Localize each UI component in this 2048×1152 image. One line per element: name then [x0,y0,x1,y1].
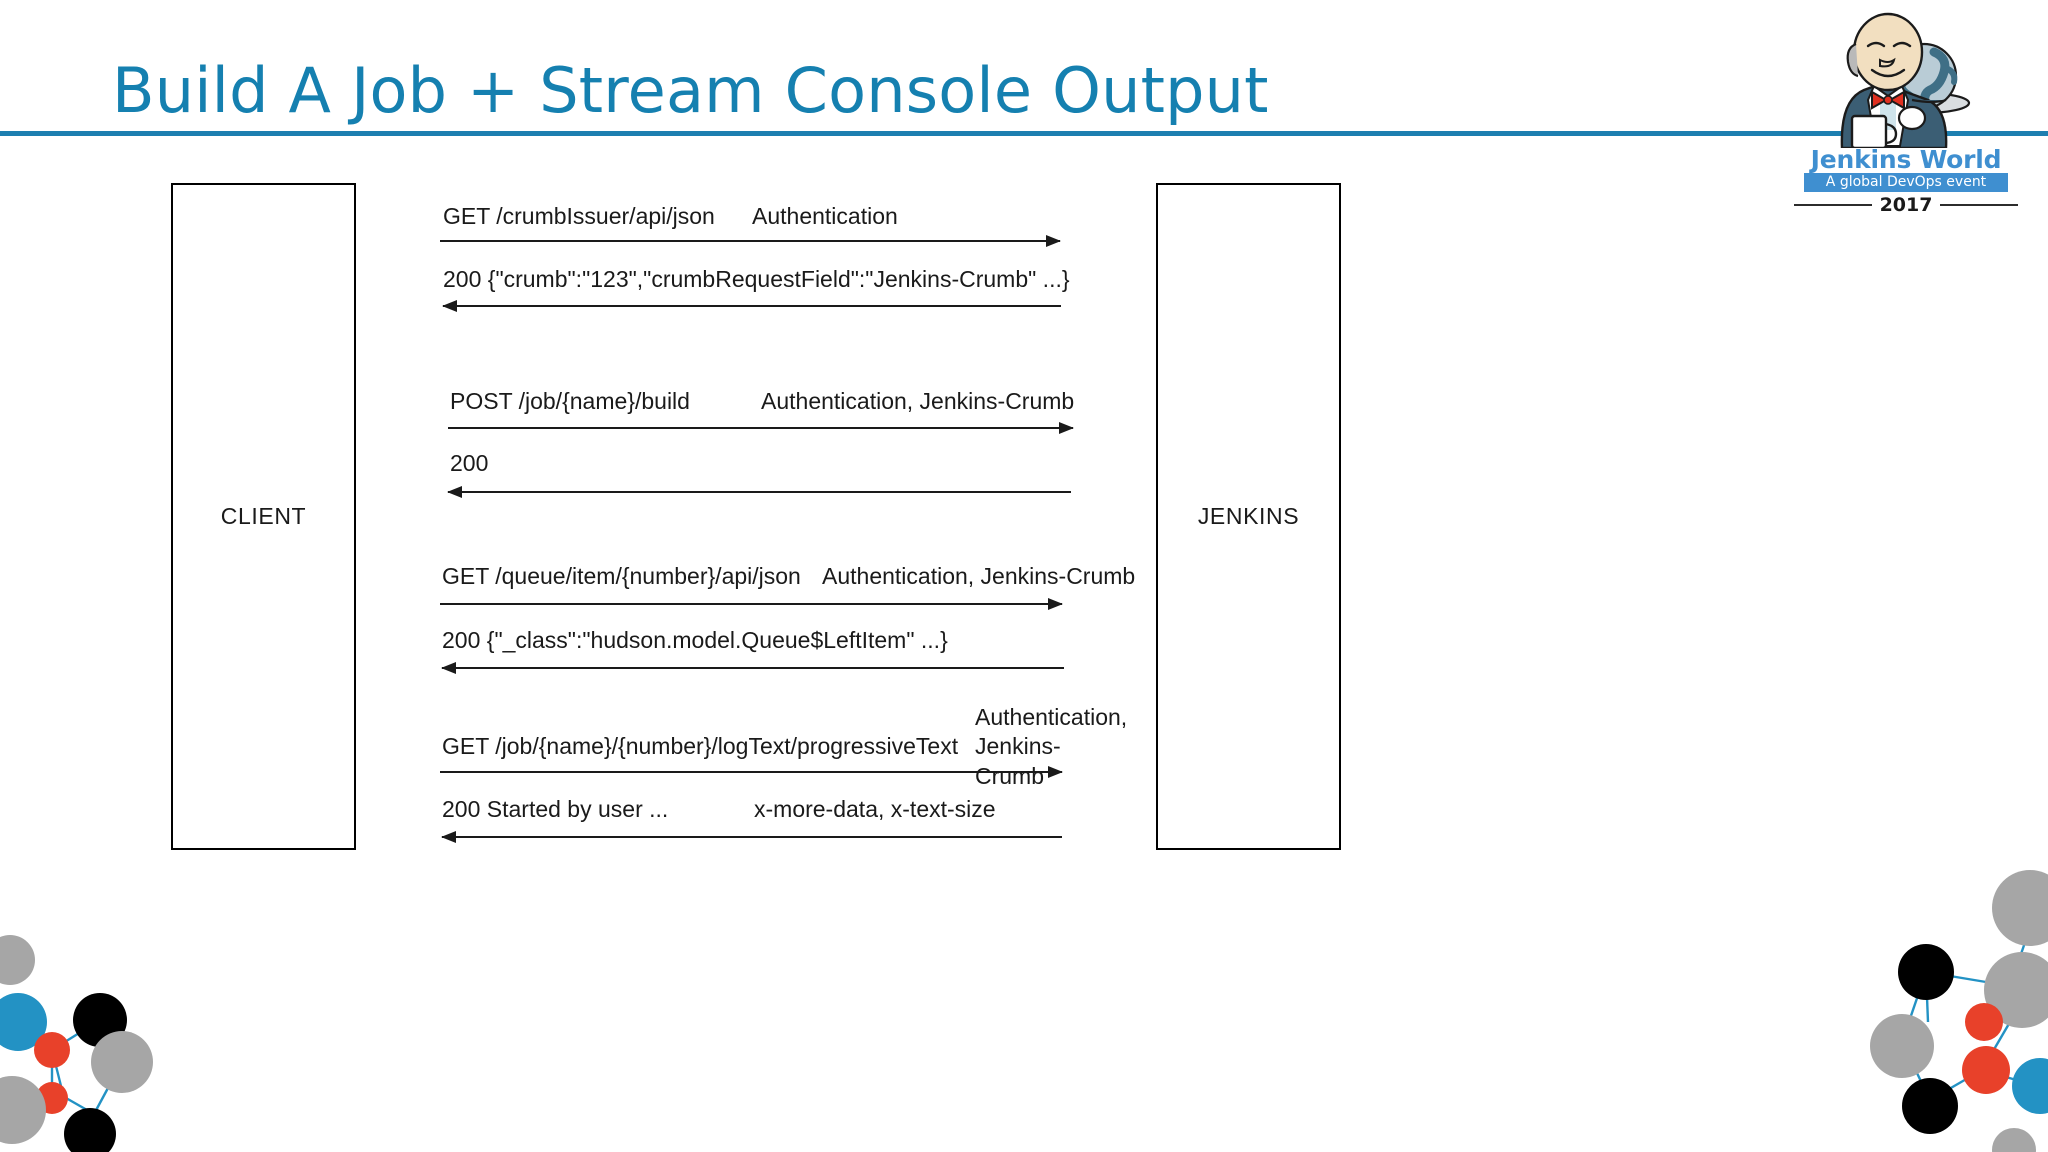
message-arrow-right [440,597,1063,611]
node-circle [0,1076,46,1144]
message-note: Authentication, Jenkins-Crumb [975,704,1128,789]
message-arrow-left [441,830,1062,844]
arrow-shaft [443,305,1061,307]
arrow-shaft [440,771,1062,773]
participant-label-server: JENKINS [1197,503,1300,529]
node-circle [64,1108,116,1152]
node-circle [1962,1046,2010,1094]
node-circle [91,1031,153,1093]
arrow-head [441,830,456,843]
logo-year: 2017 [1879,194,1933,216]
header-divider [0,131,2048,136]
message-arrow-right [440,234,1061,248]
message-label: 200 [450,450,489,476]
node-circle [0,935,35,985]
node-circle [1898,944,1954,1000]
logo-year-rule-right [1940,204,2019,206]
page-title: Build A Job + Stream Console Output [112,54,1269,127]
arrow-head [1048,765,1063,778]
arrow-head [1048,597,1063,610]
node-circle [2012,1058,2048,1114]
message-label: GET /crumbIssuer/api/json [443,203,715,229]
node-circle [1992,870,2048,946]
participant-label-client: CLIENT [220,503,307,529]
arrow-head [1046,234,1061,247]
decorative-node-graph-right [1870,870,2048,1152]
jenkins-butler-icon [1840,12,1971,148]
message-note: Authentication, Jenkins-Crumb [761,388,1075,414]
arrow-shaft [440,603,1062,605]
message-label: 200 {"crumb":"123","crumbRequestField":"… [443,266,1070,292]
node-circle [1902,1078,1958,1134]
message-arrow-left [442,299,1061,313]
arrow-head [442,299,457,312]
arrow-shaft [440,240,1060,242]
arrow-head [441,661,456,674]
decorative-node-graph-left [0,935,153,1152]
node-circle [1984,952,2048,1028]
arrow-head [447,485,462,498]
logo-year-rule-left [1794,204,1872,206]
message-arrow-right [440,765,1063,779]
message-arrow-left [447,485,1071,499]
message-arrow-left [441,661,1064,675]
message-label: 200 {"_class":"hudson.model.Queue$LeftIt… [442,627,948,653]
logo-tagline: A global DevOps event [1804,173,2008,192]
node-circle [36,1082,68,1114]
message-label: 200 Started by user ... [442,796,669,822]
node-circle [73,993,127,1047]
node-circle [1992,1128,2036,1152]
participant-box-client: CLIENT [171,183,356,850]
message-note: x-more-data, x-text-size [754,796,996,822]
node-circle [0,993,47,1051]
message-note: Authentication, Jenkins-Crumb [822,563,1136,589]
arrow-shaft [442,667,1064,669]
node-circle [1870,1014,1934,1078]
message-label: GET /queue/item/{number}/api/json [442,563,801,589]
jenkins-world-logo: Jenkins World A global DevOps event 2017 [1772,8,2040,216]
arrow-head [1059,421,1074,434]
message-note: Authentication [752,203,898,229]
arrow-shaft [448,491,1071,493]
logo-wordmark: Jenkins World [1810,145,2002,174]
arrow-shaft [442,836,1062,838]
node-circle [34,1032,70,1068]
arrow-shaft [448,427,1073,429]
participant-box-server: JENKINS [1156,183,1341,850]
message-label: GET /job/{name}/{number}/logText/progres… [442,733,959,759]
message-arrow-right [448,421,1074,435]
logo-year-row: 2017 [1794,193,2019,217]
message-label: POST /job/{name}/build [450,388,690,414]
node-circle [1965,1003,2003,1041]
